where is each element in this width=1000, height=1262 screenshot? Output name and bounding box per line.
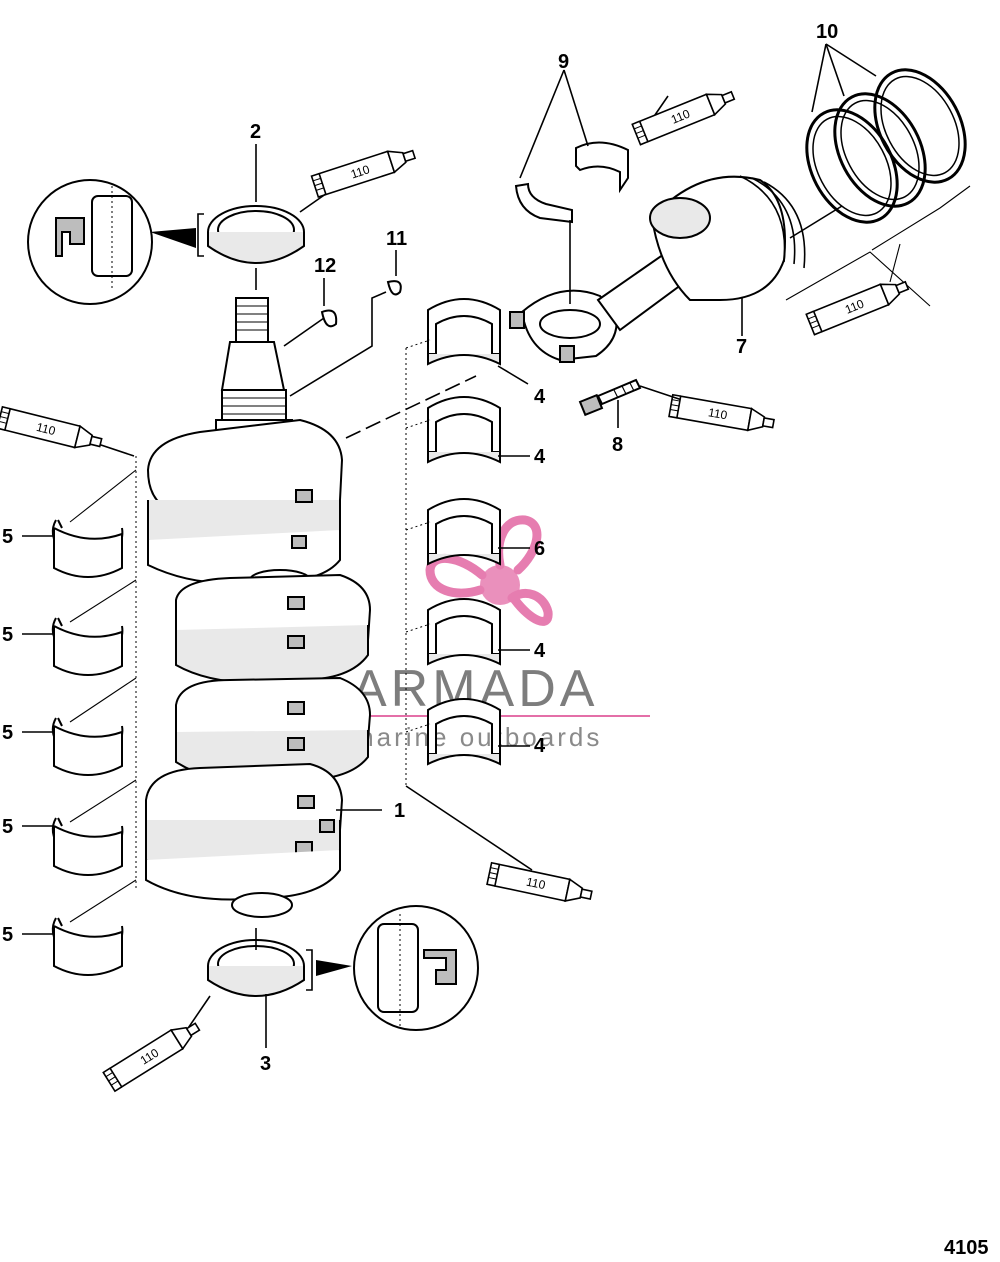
piston-rings [805,68,967,224]
callout-11: 11 [386,228,407,250]
callout-5a: 5 [2,526,13,548]
leader-lines [22,43,971,1048]
sealant-tube-main-bearings: 110 [0,406,105,455]
callout-12: 12 [314,255,336,277]
main-bearing-5c [51,717,124,776]
main-bearing-5b [51,617,124,676]
seal-detail-bottom [316,905,479,1031]
callout-9: 9 [558,51,569,73]
callout-4a: 4 [534,386,546,408]
callout-7: 7 [736,336,747,358]
sealant-tube-rod-bearing: 110 [631,84,738,146]
bearing-shell-4b [427,396,501,463]
key-11 [386,280,402,296]
sealant-tube-rings: 110 [805,274,912,336]
watermark-subtitle: marine outboards [352,722,602,752]
sealant-tube-rod-bolt: 110 [668,393,777,436]
svg-text:110: 110 [525,875,547,893]
rod-bolt [578,378,642,417]
bearing-shell-6 [427,498,501,565]
callout-2: 2 [250,121,261,143]
callout-5c: 5 [2,722,13,744]
crankshaft [145,297,372,918]
svg-text:110: 110 [35,420,57,438]
callout-8: 8 [612,434,623,456]
callout-5d: 5 [2,816,13,838]
svg-text:110: 110 [349,162,372,181]
callout-5e: 5 [2,924,13,946]
callout-4b: 4 [534,446,546,468]
svg-text:110: 110 [669,106,692,126]
callout-10: 10 [816,21,838,43]
figure-number: 4105 [944,1237,989,1259]
callout-4d: 4 [534,735,546,757]
callout-4c: 4 [534,640,546,662]
top-oil-seal [197,205,305,264]
main-bearing-5d [51,817,124,876]
svg-text:110: 110 [843,296,866,316]
callout-6: 6 [534,538,545,560]
callout-5b: 5 [2,624,13,646]
rod-bearing-upper [575,141,629,194]
rod-bearing-lower [514,182,573,224]
piston-rod-assembly [509,175,806,363]
svg-text:110: 110 [707,405,729,422]
bearing-shell-4a [427,298,501,365]
sealant-tube-top-seal: 110 [310,143,419,198]
dotted-guide-lines [69,339,431,923]
key-12 [320,309,338,328]
main-bearing-5e [51,917,124,976]
callout-1: 1 [394,800,405,822]
main-bearing-5a [51,519,124,578]
sealant-tube-bottom-seal: 110 [102,1016,204,1092]
bearing-shell-4c [427,598,501,665]
sealant-tube-crank-bearings: 110 [486,861,595,907]
bottom-oil-seal [207,939,313,997]
seal-detail-top [27,179,196,305]
callout-3: 3 [260,1053,271,1075]
